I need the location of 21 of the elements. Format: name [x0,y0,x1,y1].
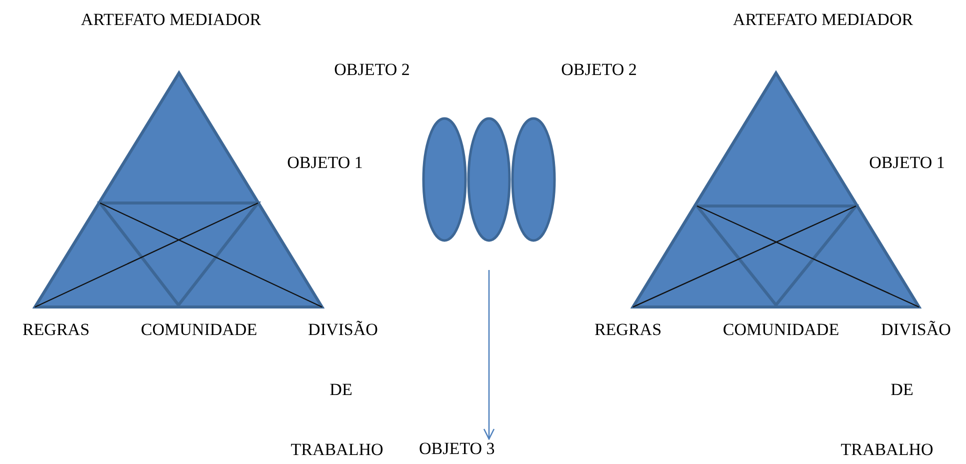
node-label: OBJETO 3 [419,439,495,459]
label-text: DE [330,380,352,400]
label-text: DIVISÃO [881,320,951,340]
label-text: DIVISÃO [308,320,378,340]
label-text: OBJETO 2 [561,60,637,80]
label-text: OBJETO 1 [869,153,945,173]
ellipse-shape [511,117,556,242]
label-text: REGRAS [594,320,662,340]
ellipse-shape [422,117,467,242]
label-text: OBJETO 2 [334,60,410,80]
label-text: OBJETO 1 [287,153,363,173]
label-text: COMUNIDADE [722,320,840,340]
label-text: DE [890,380,914,400]
label-text: TRABALHO [290,440,384,460]
arrow [483,270,495,440]
label-text: COMUNIDADE [140,320,258,340]
label-text: TRABALHO [840,440,934,460]
label-text: REGRAS [22,320,90,340]
label-text: ARTEFATO MEDIADOR [732,10,914,30]
ellipse-shape [467,117,511,242]
label-text: ARTEFATO MEDIADOR [80,10,262,30]
